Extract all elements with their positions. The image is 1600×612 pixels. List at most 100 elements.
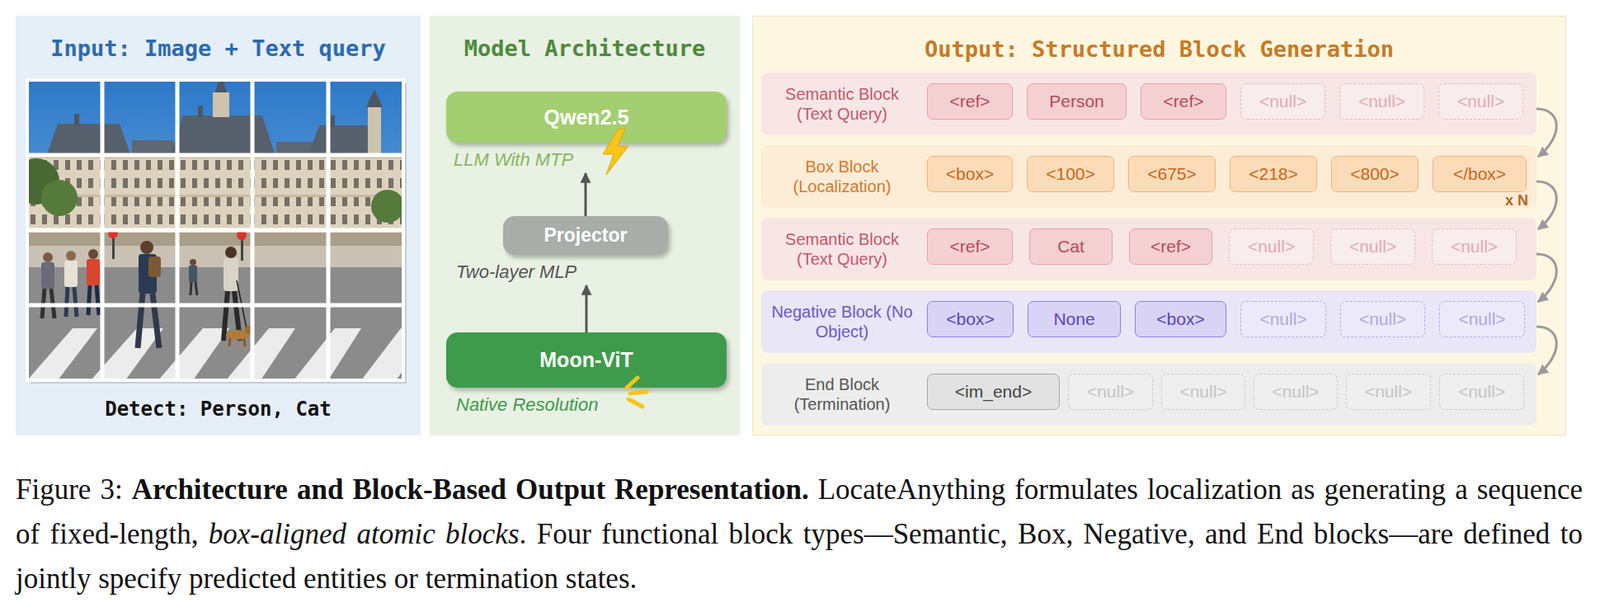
token: <ref> xyxy=(927,228,1013,265)
token: <218> xyxy=(1229,155,1318,193)
block-type-label: Box Block (Localization) xyxy=(771,156,913,197)
token-text: <800> xyxy=(1350,164,1400,184)
token: <100> xyxy=(1026,155,1115,193)
token-text: <null> xyxy=(1271,381,1319,402)
null-token: <null> xyxy=(1240,83,1326,120)
module-note: LLM With MTP xyxy=(453,149,727,171)
panel-title: Output: Structured Block Generation xyxy=(752,34,1566,65)
module-box: Qwen2.5 xyxy=(446,91,727,143)
token-text: Cat xyxy=(1057,236,1085,257)
token-text: <218> xyxy=(1248,164,1299,184)
block-type-label: Semantic Block (Text Query) xyxy=(771,84,913,124)
null-token: <null> xyxy=(1340,301,1426,338)
token: Cat xyxy=(1029,228,1113,265)
module-block: Moon-ViT Native Resolution xyxy=(446,332,727,416)
null-token: <null> xyxy=(1253,373,1338,410)
token: <ref> xyxy=(927,83,1013,120)
block-type-label: Negative Block (No Object) xyxy=(771,301,913,342)
null-token: <null> xyxy=(1431,228,1517,265)
token-text: Person xyxy=(1049,91,1105,112)
module-block: Qwen2.5LLM With MTP xyxy=(446,91,727,171)
caption-holder: Figure 3: Architecture and Block-Based O… xyxy=(15,467,1583,602)
figure-caption: Figure 3: Architecture and Block-Based O… xyxy=(15,467,1583,602)
null-token: <null> xyxy=(1438,83,1524,120)
token-text: <null> xyxy=(1364,381,1412,402)
spark-icon xyxy=(626,377,647,407)
street-photo xyxy=(27,80,404,381)
token: <800> xyxy=(1331,155,1419,193)
panel-title: Model Architecture xyxy=(429,33,740,64)
token-text: <ref> xyxy=(949,236,990,257)
token: <box> xyxy=(1134,301,1227,338)
token: Person xyxy=(1026,83,1127,120)
token-text: <ref> xyxy=(949,91,990,112)
token-text: <null> xyxy=(1349,236,1397,257)
token-text: <675> xyxy=(1147,164,1197,184)
token-text: <100> xyxy=(1045,164,1096,184)
block-type-label: End Block (Termination) xyxy=(771,374,913,415)
repeat-marker: x N xyxy=(1505,192,1529,209)
token: None xyxy=(1027,301,1121,338)
token-text: <box> xyxy=(945,164,994,184)
null-token: <null> xyxy=(1330,228,1416,265)
module-name: Qwen2.5 xyxy=(544,105,630,130)
query-text: Detect: Person, Cat xyxy=(15,397,421,421)
token-text: <im_end> xyxy=(955,381,1032,402)
module-block: ProjectorTwo-layer MLP xyxy=(456,216,669,283)
token: <box> xyxy=(927,155,1013,193)
token-text: <null> xyxy=(1450,236,1498,257)
null-token: <null> xyxy=(1161,373,1246,410)
module-box: Moon-ViT xyxy=(446,332,727,388)
token-text: <null> xyxy=(1087,381,1135,402)
patch-grid xyxy=(27,80,404,381)
block-type-label: Semantic Block (Text Query) xyxy=(771,229,913,269)
caption-part: Figure 3: xyxy=(15,473,132,506)
token: <box> xyxy=(927,301,1014,338)
block-row: End Block (Termination) <im_end> <null> <nu… xyxy=(761,362,1537,426)
token-text: <ref> xyxy=(1162,91,1204,112)
null-token: <null> xyxy=(1228,228,1314,265)
token-text: <ref> xyxy=(1150,236,1191,257)
module-note: Native Resolution xyxy=(456,394,727,416)
module-note: Two-layer MLP xyxy=(456,261,669,283)
token: </box> xyxy=(1432,155,1527,193)
token: <ref> xyxy=(1129,228,1213,265)
module-name: Projector xyxy=(544,224,628,247)
block-row: Semantic Block (Text Query) <ref> Cat <ref>… xyxy=(761,217,1537,281)
token-text: <null> xyxy=(1358,91,1406,112)
token-text: <box> xyxy=(945,309,994,330)
caption-bold: Architecture and Block-Based Output Repr… xyxy=(131,473,810,506)
token-text: <null> xyxy=(1457,91,1505,112)
token-text: </box> xyxy=(1453,164,1506,184)
null-token: <null> xyxy=(1439,373,1525,410)
block-row: Semantic Block (Text Query) <ref> Person <r… xyxy=(761,72,1537,136)
token: <im_end> xyxy=(927,373,1060,410)
panel: Model ArchitectureQwen2.5LLM With MTP Pro… xyxy=(429,15,740,436)
photo-border xyxy=(27,80,404,381)
panel: Output: Structured Block GenerationSeman… xyxy=(752,15,1567,436)
token-text: <null> xyxy=(1179,381,1227,402)
token-text: <null> xyxy=(1359,309,1407,330)
photo-shadow xyxy=(30,83,407,384)
token: <675> xyxy=(1128,155,1216,193)
null-token: <null> xyxy=(1345,373,1431,410)
null-token: <null> xyxy=(1439,301,1525,338)
token-text: <null> xyxy=(1259,91,1307,112)
token: <ref> xyxy=(1140,83,1227,120)
token-text: <box> xyxy=(1156,309,1205,330)
caption-italic: box-aligned atomic blocks xyxy=(208,517,520,551)
label-holder: x N xyxy=(1505,192,1529,208)
null-token: <null> xyxy=(1068,373,1153,410)
token-text: None xyxy=(1053,309,1095,330)
block-row: Negative Block (No Object) <box> None <box>… xyxy=(761,290,1537,353)
module-name: Moon-ViT xyxy=(539,348,633,372)
null-token: <null> xyxy=(1240,301,1327,338)
module-box: Projector xyxy=(503,216,669,255)
panel-title: Input: Image + Text query xyxy=(15,33,421,64)
token-text: <null> xyxy=(1259,309,1307,330)
block-row: Box Block (Localization) <box> <100> <675> <… xyxy=(761,145,1537,208)
token-text: <null> xyxy=(1247,236,1295,257)
token-text: <null> xyxy=(1458,309,1506,330)
null-token: <null> xyxy=(1339,83,1425,120)
